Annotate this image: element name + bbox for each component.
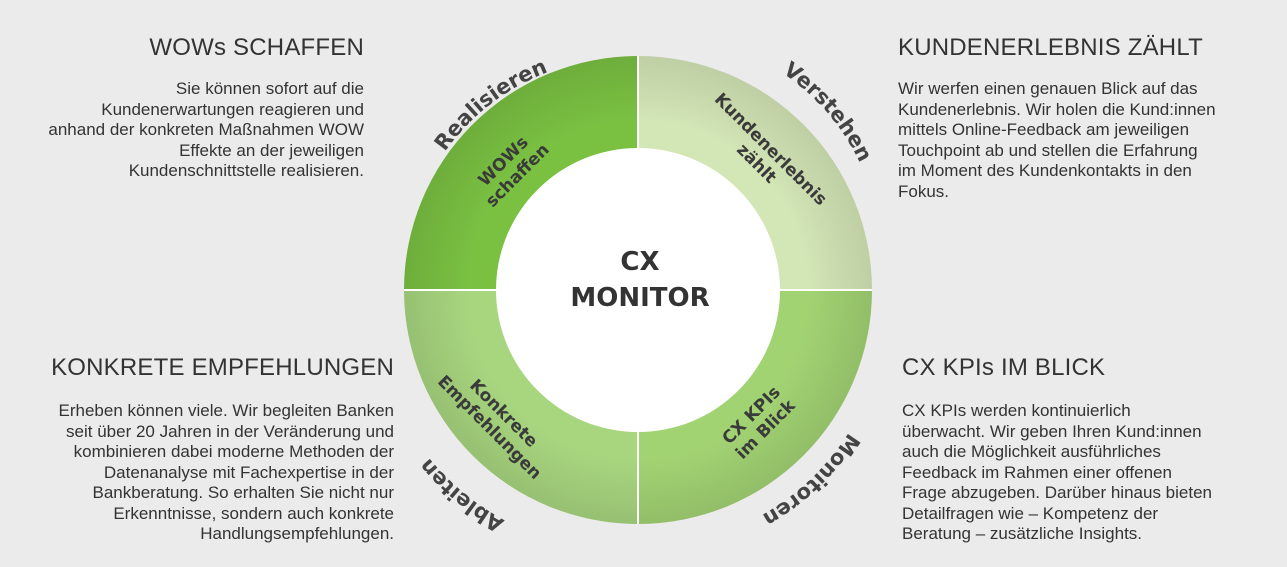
block-wows-schaffen: WOWs SCHAFFEN Sie können sofort auf die …	[0, 34, 364, 182]
block-text: Wir werfen einen genauen Blick auf das K…	[898, 79, 1216, 201]
block-title: KUNDENERLEBNIS ZÄHLT	[898, 34, 1203, 61]
block-title: KONKRETE EMPFEHLUNGEN	[51, 354, 394, 381]
block-text: CX KPIs werden kontinuierlich überwacht.…	[902, 401, 1212, 543]
block-kundenerlebnis: KUNDENERLEBNIS ZÄHLT Wir werfen einen ge…	[898, 34, 1283, 202]
block-title: CX KPIs IM BLICK	[902, 354, 1106, 381]
center-title-line1: CX	[620, 247, 659, 277]
block-text: Erheben können viele. Wir begleiten Bank…	[58, 401, 395, 543]
center-circle	[496, 148, 780, 432]
block-cx-kpis: CX KPIs IM BLICK CX KPIs werden kontinui…	[902, 354, 1287, 545]
block-title: WOWs SCHAFFEN	[149, 34, 364, 61]
block-konkrete-empfehlungen: KONKRETE EMPFEHLUNGEN Erheben können vie…	[0, 354, 394, 545]
block-text: Sie können sofort auf die Kundenerwartun…	[48, 79, 364, 180]
center-title-line2: MONITOR	[570, 283, 709, 313]
